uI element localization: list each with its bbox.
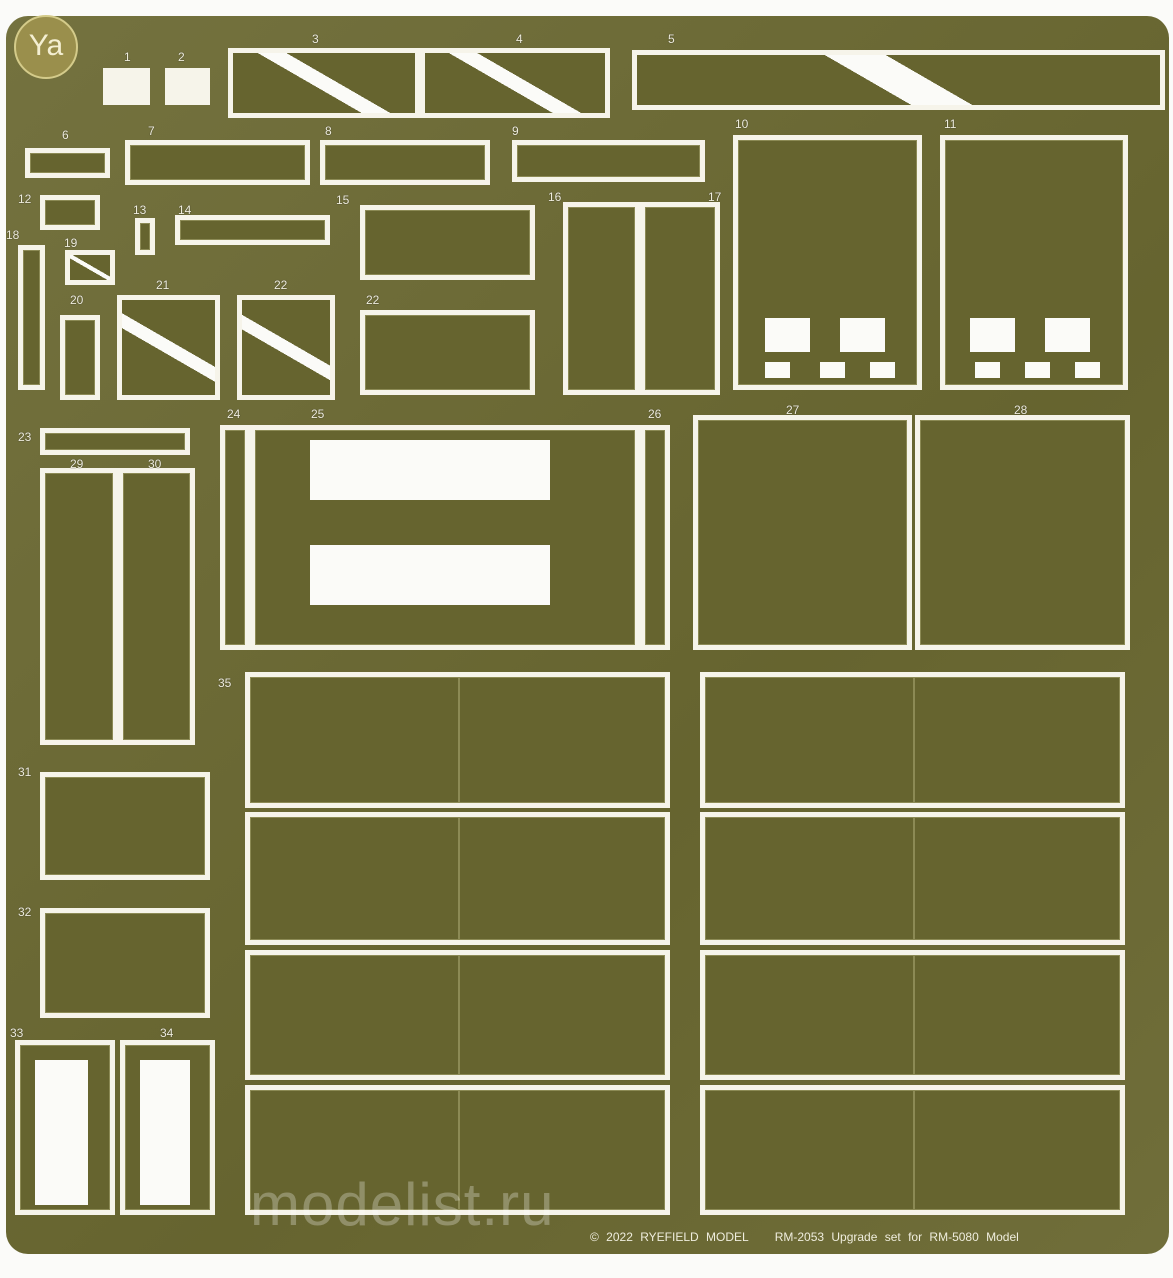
etch-part — [632, 50, 1165, 110]
manufacturer-logo: Ya — [14, 15, 78, 79]
part-number-label: 11 — [944, 117, 957, 131]
part-number-label: 2 — [178, 50, 185, 64]
part-number-label: 12 — [18, 192, 32, 206]
part-number-label: 26 — [648, 407, 662, 421]
etch-part — [65, 250, 115, 285]
etch-part — [693, 415, 912, 650]
part-number-label: 31 — [18, 765, 32, 779]
part-number-label: 1 — [124, 50, 131, 64]
cutout — [310, 545, 550, 605]
part-number-label: 35 — [218, 676, 232, 690]
part-number-label: 16 — [548, 190, 562, 204]
etch-part — [420, 48, 610, 118]
etch-part — [512, 140, 705, 182]
part-number-label: 9 — [512, 124, 519, 138]
etch-part — [40, 772, 210, 880]
cutout — [765, 362, 790, 378]
etch-part — [117, 295, 220, 400]
part-number-label: 22 — [274, 278, 288, 292]
etch-part — [25, 148, 110, 178]
part-number-label: 20 — [70, 293, 84, 307]
etch-part — [237, 295, 335, 400]
etch-part — [245, 950, 670, 1080]
etch-part — [360, 205, 535, 280]
part-number-label: 23 — [18, 430, 32, 444]
part-number-label: 6 — [62, 128, 69, 142]
etch-part — [563, 202, 640, 395]
part-number-label: 19 — [64, 236, 78, 250]
etch-part — [118, 468, 195, 745]
part-number-label: 4 — [516, 32, 523, 46]
part-number-label: 17 — [708, 190, 722, 204]
etch-part — [175, 215, 330, 245]
part-number-label: 33 — [10, 1026, 24, 1040]
etch-part — [40, 468, 118, 745]
part-number-label: 7 — [148, 124, 155, 138]
cutout — [975, 362, 1000, 378]
part-number-label: 13 — [133, 203, 147, 217]
part-number-label: 25 — [311, 407, 325, 421]
etch-part — [700, 950, 1125, 1080]
etch-part — [245, 672, 670, 808]
etch-part — [60, 315, 100, 400]
cutout — [1025, 362, 1050, 378]
etch-part — [915, 415, 1130, 650]
etch-part — [135, 218, 155, 255]
etch-part — [228, 48, 420, 118]
etch-part — [245, 812, 670, 945]
cutout — [870, 362, 895, 378]
cutout — [1075, 362, 1100, 378]
part-number-label: 22 — [366, 293, 380, 307]
part-number-label: 34 — [160, 1026, 174, 1040]
part-number-label: 21 — [156, 278, 170, 292]
etch-part — [165, 68, 210, 105]
cutout — [140, 1060, 190, 1205]
etch-part — [125, 140, 310, 185]
part-number-label: 15 — [336, 193, 350, 207]
part-number-label: 28 — [1014, 403, 1028, 417]
part-number-label: 30 — [148, 457, 162, 471]
cutout — [765, 318, 810, 352]
part-number-label: 3 — [312, 32, 319, 46]
copyright-text: © 2022 RYEFIELD MODEL — [590, 1230, 749, 1244]
cutout — [840, 318, 885, 352]
etch-part — [700, 812, 1125, 945]
etch-part — [700, 1085, 1125, 1215]
etch-part — [40, 908, 210, 1018]
etch-part — [700, 672, 1125, 808]
cutout — [820, 362, 845, 378]
etch-part — [245, 1085, 670, 1215]
etch-part — [220, 425, 250, 650]
etch-part — [320, 140, 490, 185]
cutout — [1045, 318, 1090, 352]
part-number-label: 32 — [18, 905, 32, 919]
etch-part — [360, 310, 535, 395]
etch-part — [18, 245, 45, 390]
part-number-label: 8 — [325, 124, 332, 138]
part-number-label: 29 — [70, 457, 84, 471]
part-number-label: 18 — [6, 228, 20, 242]
part-number-label: 10 — [735, 117, 749, 131]
cutout — [970, 318, 1015, 352]
etch-part — [640, 425, 670, 650]
etch-part — [40, 428, 190, 455]
etch-part — [733, 135, 922, 390]
etch-part — [640, 202, 720, 395]
part-number-label: 24 — [227, 407, 241, 421]
watermark: modelist.ru — [250, 1171, 555, 1238]
cutout — [310, 440, 550, 500]
etch-part — [103, 68, 150, 105]
kit-description: RM-2053 Upgrade set for RM-5080 Model — [774, 1230, 1019, 1244]
etch-part — [940, 135, 1128, 390]
cutout — [35, 1060, 88, 1205]
part-number-label: 5 — [668, 32, 675, 46]
etch-part — [40, 195, 100, 230]
part-number-label: 27 — [786, 403, 800, 417]
part-number-label: 14 — [178, 203, 192, 217]
fret-footer: © 2022 RYEFIELD MODEL RM-2053 Upgrade set… — [590, 1230, 1045, 1244]
